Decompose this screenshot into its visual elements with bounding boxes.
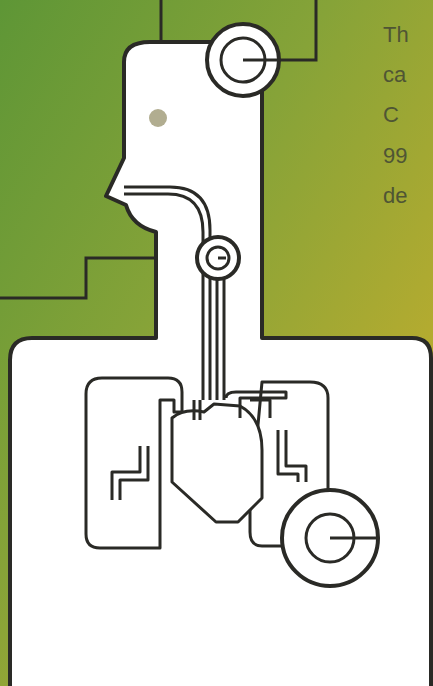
paragraph-fragment: de: [383, 183, 407, 209]
paragraph-fragment: 99: [383, 143, 407, 169]
paragraph-fragment: ca: [383, 62, 406, 88]
paragraph-fragment: C: [383, 102, 399, 128]
paragraph-fragment: Th: [383, 22, 409, 48]
